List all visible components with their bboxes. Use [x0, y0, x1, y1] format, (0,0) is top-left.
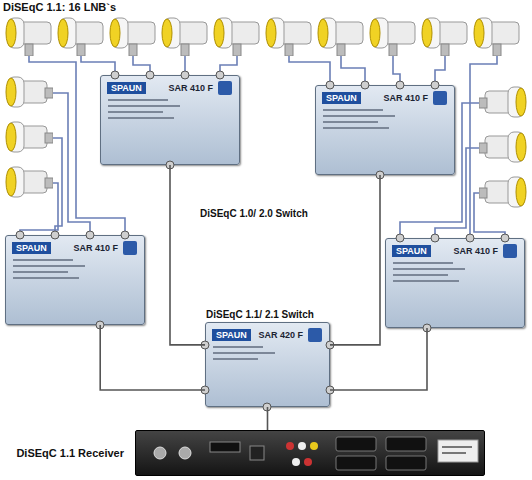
switch-box: SPAUN SAR 410 F — [100, 75, 240, 165]
brand-badge: SPAUN — [392, 245, 431, 257]
cable-connector — [267, 407, 269, 430]
cable-connector — [330, 175, 380, 345]
switch-box: SPAUN SAR 410 F — [385, 238, 525, 328]
model-name: SAR 420 F — [258, 330, 303, 340]
model-name: SAR 410 F — [453, 246, 498, 256]
switch-heading: DiSEqC 1.1/ 2.1 Switch — [206, 309, 314, 320]
model-name: SAR 410 F — [168, 83, 213, 93]
brand-badge: SPAUN — [212, 329, 251, 341]
model-name: SAR 410 F — [73, 243, 118, 253]
brand-badge: SPAUN — [12, 242, 51, 254]
receiver-heading: DiSEqC 1.1 Receiver — [16, 447, 124, 459]
cable-connector — [100, 325, 205, 390]
cable-connector — [330, 328, 427, 390]
brand-badge: SPAUN — [322, 92, 361, 104]
group-label: DiSEqC 1.0/ 2.0 Switch — [200, 208, 308, 219]
cable-connector — [170, 165, 205, 345]
receiver-box: DiSEqC 1.1 Receiver — [135, 430, 485, 476]
switch-box: SPAUN SAR 410 F — [5, 235, 145, 325]
brand-badge: SPAUN — [107, 82, 146, 94]
lnb-cables — [20, 56, 505, 238]
model-name: SAR 410 F — [383, 93, 428, 103]
diagram-title: DiSEqC 1.1: 16 LNB`s — [3, 1, 116, 13]
switch-box: DiSEqC 1.1/ 2.1 SwitchSPAUNSAR 420 F — [205, 322, 330, 407]
lnb-row — [6, 18, 526, 207]
switch-box: SPAUN SAR 410 F — [315, 85, 455, 175]
